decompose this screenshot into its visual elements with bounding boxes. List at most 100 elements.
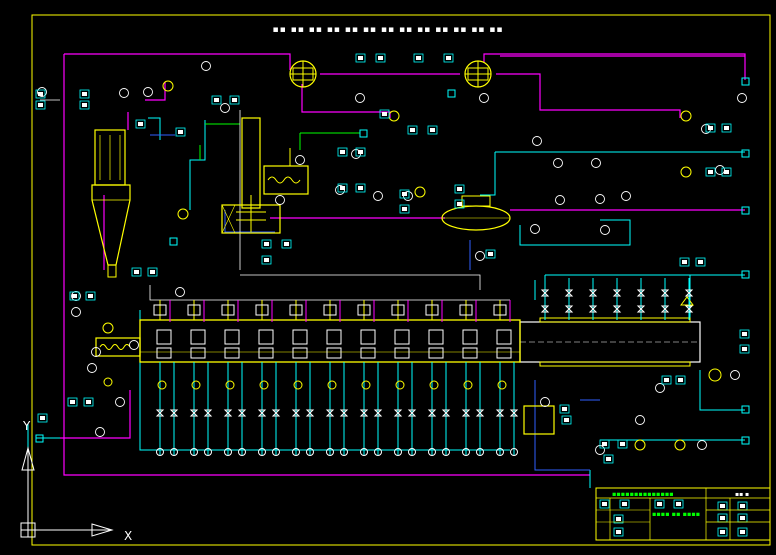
tag-label-box bbox=[695, 257, 706, 267]
tag-label-box bbox=[705, 123, 716, 133]
instrument-bubble-icon bbox=[697, 440, 707, 450]
tag-label-box bbox=[717, 527, 728, 537]
tag-label-box bbox=[37, 413, 48, 423]
dryer-valve-set bbox=[636, 278, 646, 320]
valve-icon bbox=[391, 304, 405, 316]
dryer-valves bbox=[540, 278, 694, 320]
tag-label-box bbox=[131, 267, 142, 277]
instrument-bubble-icon bbox=[275, 195, 285, 205]
tag-label-box bbox=[261, 239, 272, 249]
tag-label-box bbox=[407, 125, 418, 135]
instrument-bubble-icon bbox=[87, 363, 97, 373]
instrument-bubble-icon bbox=[540, 397, 550, 407]
instrument-bubble-icon bbox=[475, 251, 485, 261]
tank-icon bbox=[221, 117, 281, 234]
instrument-bubble-icon bbox=[204, 448, 212, 456]
dryer-valve-set bbox=[684, 278, 694, 320]
tag-label-box bbox=[721, 167, 732, 177]
tag-label-box bbox=[355, 183, 366, 193]
lower-fittings bbox=[155, 362, 519, 456]
fluid-bed-station bbox=[459, 300, 478, 359]
valve-icon bbox=[357, 304, 371, 316]
instrument-bubble-icon bbox=[156, 448, 164, 456]
tag-label-box bbox=[229, 95, 240, 105]
instrument-bubble-icon bbox=[408, 448, 416, 456]
fluid-bed-drop bbox=[291, 362, 315, 456]
instrument-bubble-icon bbox=[326, 329, 342, 345]
instrument-bubble-icon bbox=[143, 87, 153, 97]
instrument-bubble-icon bbox=[119, 88, 129, 98]
valve-icon bbox=[407, 409, 417, 417]
screw-conveyor-icon bbox=[263, 148, 309, 195]
instrument-bubble-icon bbox=[374, 448, 382, 456]
instrument-bubble-icon bbox=[479, 93, 489, 103]
valve-icon bbox=[255, 304, 269, 316]
instrument-bubble-icon bbox=[129, 340, 139, 350]
tag-label-box bbox=[281, 239, 292, 249]
fluid-bed-drop bbox=[155, 362, 179, 456]
valve-icon bbox=[325, 409, 335, 417]
pump-icon bbox=[225, 380, 235, 390]
instrument-bubble-icon bbox=[442, 448, 450, 456]
instrument-bubble-icon bbox=[224, 448, 232, 456]
tank-icon bbox=[523, 405, 555, 435]
fluid-bed-station bbox=[493, 300, 512, 359]
fluid-bed-drop bbox=[393, 362, 417, 456]
valve-icon bbox=[339, 409, 349, 417]
tag-label-box bbox=[617, 439, 628, 449]
valve-icon bbox=[203, 409, 213, 417]
valve-icon bbox=[564, 289, 574, 297]
instrument-bubble-icon bbox=[553, 158, 563, 168]
tag-label-box bbox=[83, 397, 94, 407]
title-block-sheet: ▪▪ ▪ bbox=[735, 491, 749, 498]
fluid-bed-station bbox=[357, 300, 376, 359]
pump-icon bbox=[497, 380, 507, 390]
valve-icon bbox=[493, 304, 507, 316]
fluid-bed-station bbox=[153, 300, 172, 359]
tag-label-box bbox=[67, 397, 78, 407]
magenta-process-lines bbox=[60, 53, 746, 476]
valve-icon bbox=[475, 409, 485, 417]
valve-icon bbox=[223, 409, 233, 417]
fluid-bed-drop bbox=[359, 362, 383, 456]
instrument-bubble-icon bbox=[462, 347, 478, 359]
instrument-bubble-icon bbox=[258, 347, 274, 359]
tag-label-box bbox=[337, 183, 348, 193]
fluid-bed-station bbox=[255, 300, 274, 359]
instrument-bubble-icon bbox=[635, 415, 645, 425]
instrument-bubble-icon bbox=[360, 329, 376, 345]
fluid-bed-drop bbox=[461, 362, 485, 456]
dryer-valve-set bbox=[612, 278, 622, 320]
valve-icon bbox=[564, 305, 574, 313]
tag-label-box bbox=[721, 123, 732, 133]
instrument-bubble-icon bbox=[428, 329, 444, 345]
fluid-bed-station bbox=[221, 300, 240, 359]
valve-icon bbox=[393, 409, 403, 417]
title-block-drawing-name: ▪▪▪▪ ▪▪ ▪▪▪▪ bbox=[652, 510, 700, 518]
tank-icon bbox=[441, 195, 511, 231]
green-process-lines bbox=[199, 123, 360, 160]
instrument-bubble-icon bbox=[340, 448, 348, 456]
instrument-bubble-icon bbox=[71, 291, 81, 301]
instrument-bubble-icon bbox=[37, 87, 47, 97]
cyclone-icon bbox=[91, 129, 131, 278]
tag-label-box bbox=[427, 125, 438, 135]
instrument-bubble-icon bbox=[71, 307, 81, 317]
valve-icon bbox=[155, 409, 165, 417]
fluid-bed-drop bbox=[189, 362, 213, 456]
valve-icon bbox=[684, 305, 694, 313]
instrument-bubble-icon bbox=[258, 448, 266, 456]
instrument-bubble-icon bbox=[737, 93, 747, 103]
instrument-bubble-icon bbox=[591, 158, 601, 168]
tag-label-box bbox=[69, 291, 80, 301]
instrument-bubble-icon bbox=[190, 329, 206, 345]
fluid-bed-station bbox=[187, 300, 206, 359]
instrument-bubble-icon bbox=[156, 329, 172, 345]
instrument-bubble-icon bbox=[600, 225, 610, 235]
ucs-icon bbox=[20, 446, 114, 538]
title-block-header: ▪▪▪▪▪▪▪▪▪▪▪▪▪▪ bbox=[612, 490, 674, 498]
valve-icon bbox=[271, 409, 281, 417]
valve-icon bbox=[305, 409, 315, 417]
valve-icon bbox=[441, 409, 451, 417]
